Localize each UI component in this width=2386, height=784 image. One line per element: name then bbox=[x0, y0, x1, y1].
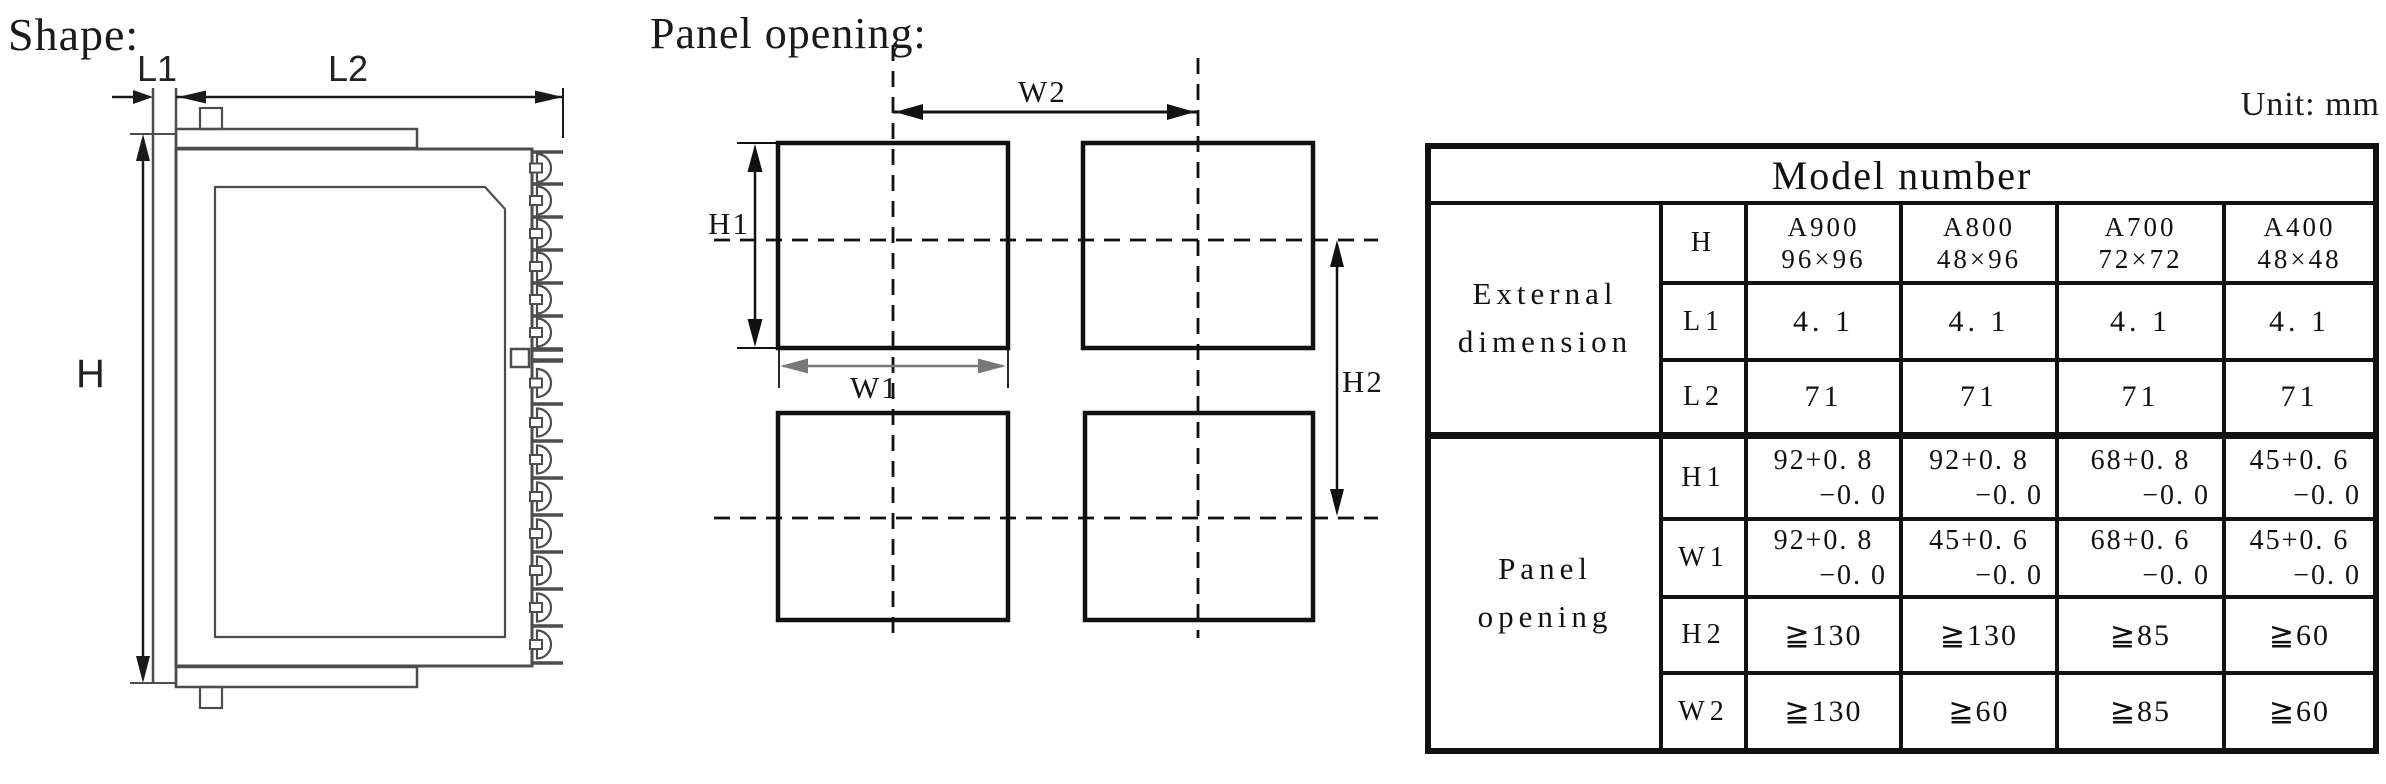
unit-note: Unit: mm bbox=[2240, 86, 2380, 123]
group-external-dimension: External dimension bbox=[1426, 201, 1663, 437]
h-dim-label: H bbox=[76, 352, 105, 396]
panel-opening-drawing bbox=[714, 45, 1378, 642]
w1-arrow-left bbox=[780, 358, 808, 374]
cutout-rect-1 bbox=[775, 140, 1011, 351]
shape-title: Shape: bbox=[8, 9, 140, 60]
h2-a800: ≧130 bbox=[1899, 595, 2059, 675]
dim-cell-h1: H1 bbox=[1659, 431, 1748, 521]
w1-a900: 92+0. 8 −0. 0 bbox=[1744, 517, 1903, 599]
model-a900: A900 96×96 bbox=[1744, 201, 1903, 285]
model-a800: A800 48×96 bbox=[1899, 201, 2059, 285]
h2-arrow-top bbox=[1330, 240, 1344, 267]
dim-cell-l2: L2 bbox=[1659, 358, 1748, 437]
case-body bbox=[174, 147, 534, 668]
top-flange bbox=[174, 127, 419, 150]
row-w1: W1 92+0. 8 −0. 0 45+0. 6 −0. 0 68+0. 6 −… bbox=[1428, 517, 2378, 599]
w2-dim-label: W2 bbox=[1018, 74, 1067, 109]
h2-dim-label: H2 bbox=[1342, 364, 1384, 399]
terminal-separators bbox=[530, 150, 565, 665]
l1-a400: 4. 1 bbox=[2222, 281, 2378, 362]
l2-a800: 71 bbox=[1899, 358, 2059, 437]
table-title: Model number bbox=[1426, 144, 2378, 205]
model-row: External dimension H A900 96×96 A800 48×… bbox=[1426, 201, 2378, 437]
l1-a900: 4. 1 bbox=[1744, 281, 1903, 362]
h1-arrow-top bbox=[747, 144, 763, 172]
row-l1: L1 4. 1 4. 1 4. 1 4. 1 bbox=[1428, 281, 2378, 362]
l1-dim-label: L1 bbox=[137, 48, 178, 89]
l2-a900: 71 bbox=[1744, 358, 1903, 437]
l2-a400: 71 bbox=[2222, 358, 2378, 437]
w1-dim-label: W1 bbox=[850, 370, 899, 405]
panel-opening-dimensions bbox=[737, 104, 1344, 516]
group-panel-opening: Panel opening bbox=[1426, 431, 1663, 753]
w2-a800: ≧60 bbox=[1899, 671, 2059, 753]
h1-a400: 45+0. 6 −0. 0 bbox=[2222, 431, 2378, 521]
h2-a900: ≧130 bbox=[1744, 595, 1903, 675]
dim-cell-w2: W2 bbox=[1659, 671, 1748, 753]
l1-arrow bbox=[133, 90, 153, 104]
inner-housing bbox=[213, 185, 507, 639]
w1-a700: 68+0. 6 −0. 0 bbox=[2055, 517, 2226, 599]
model-spec-table: Model number External dimension H A900 9… bbox=[1425, 143, 2379, 754]
h1-arrow-bottom bbox=[747, 319, 763, 347]
l2-dim-label: L2 bbox=[328, 48, 369, 89]
w2-arrow-left bbox=[895, 104, 923, 120]
l2-arrow-left bbox=[178, 90, 206, 104]
w1-a400: 45+0. 6 −0. 0 bbox=[2222, 517, 2378, 599]
h1-dim-label: H1 bbox=[708, 206, 750, 241]
model-a700: A700 72×72 bbox=[2055, 201, 2226, 285]
w2-arrow-right bbox=[1167, 104, 1195, 120]
h-arrow-top bbox=[136, 134, 150, 161]
l2-a700: 71 bbox=[2055, 358, 2226, 437]
center-lines bbox=[714, 45, 1378, 642]
row-h2: H2 ≧130 ≧130 ≧85 ≧60 bbox=[1428, 595, 2378, 675]
h-arrow-bottom bbox=[136, 656, 150, 683]
h2-arrow-bottom bbox=[1330, 489, 1344, 516]
w1-a800: 45+0. 6 −0. 0 bbox=[1899, 517, 2059, 599]
w2-a400: ≧60 bbox=[2222, 671, 2378, 753]
panel-opening-title: Panel opening: bbox=[650, 9, 927, 58]
shape-drawing bbox=[130, 88, 565, 710]
w1-arrow-right bbox=[978, 358, 1006, 374]
row-h1: Panel opening H1 92+0. 8 −0. 0 92+0. 8 −… bbox=[1426, 431, 2378, 753]
row-l2: L2 71 71 71 71 bbox=[1428, 358, 2378, 437]
w2-a900: ≧130 bbox=[1744, 671, 1903, 753]
dim-cell-l1: L1 bbox=[1659, 281, 1748, 362]
model-a400: A400 48×48 bbox=[2222, 201, 2378, 285]
shape-dimensions bbox=[112, 88, 564, 683]
bottom-flange bbox=[174, 665, 419, 689]
l1-a800: 4. 1 bbox=[1899, 281, 2059, 362]
mounting-clip bbox=[509, 347, 531, 369]
bottom-tab bbox=[198, 685, 224, 710]
dim-cell-h2: H2 bbox=[1659, 595, 1748, 675]
h2-a700: ≧85 bbox=[2055, 595, 2226, 675]
h1-a700: 68+0. 8 −0. 0 bbox=[2055, 431, 2226, 521]
dim-cell-w1: W1 bbox=[1659, 517, 1748, 599]
h2-a400: ≧60 bbox=[2222, 595, 2378, 675]
h1-a900: 92+0. 8 −0. 0 bbox=[1744, 431, 1903, 521]
table-title-row: Model number bbox=[1426, 144, 2378, 205]
l2-arrow-right bbox=[535, 90, 563, 104]
dim-cell-h: H bbox=[1659, 201, 1748, 285]
row-w2: W2 ≧130 ≧60 ≧85 ≧60 bbox=[1428, 671, 2378, 753]
w2-a700: ≧85 bbox=[2055, 671, 2226, 753]
top-tab bbox=[198, 106, 224, 131]
l1-a700: 4. 1 bbox=[2055, 281, 2226, 362]
h1-a800: 92+0. 8 −0. 0 bbox=[1899, 431, 2059, 521]
